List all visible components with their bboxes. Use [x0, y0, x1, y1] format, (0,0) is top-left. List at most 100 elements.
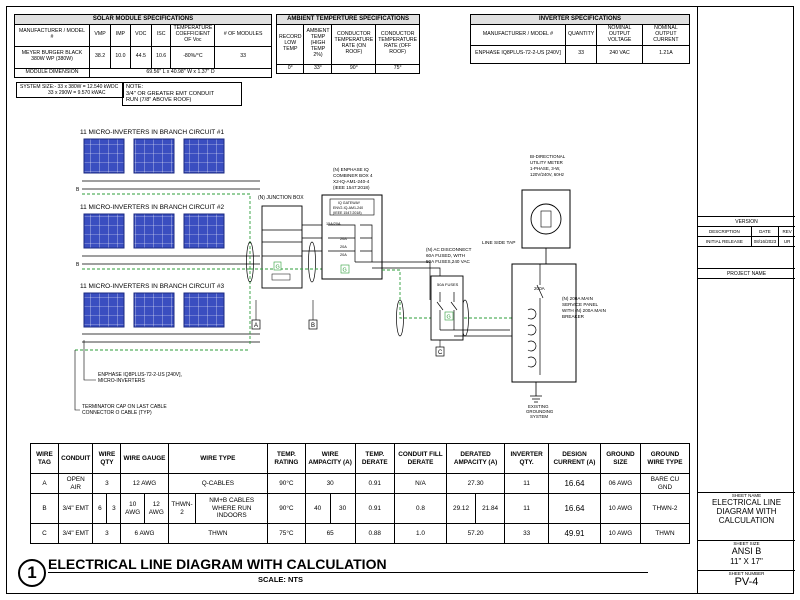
pv-module	[83, 213, 125, 249]
combiner-label: X2-IQ-AM1-240-4	[333, 179, 370, 184]
title-block: VERSION DESCRIPTION DATE REV INITIAL REL…	[697, 6, 795, 594]
solar-spec-cell: 38.2	[88, 45, 112, 69]
wire-table-header: CONDUIT FILL DERATE	[393, 443, 448, 474]
note-line: NOTE:	[126, 84, 144, 90]
ground-tag: G	[276, 265, 280, 271]
branch-label-2: 11 MICRO-INVERTERS IN BRANCH CIRCUIT #2	[80, 204, 224, 211]
version-cell: INITIAL RELEASE	[705, 239, 743, 244]
wire-cell: A	[30, 473, 59, 494]
drawing-title-block: 1 ELECTRICAL LINE DIAGRAM WITH CALCULATI…	[18, 557, 692, 589]
wire-cell: 29.12	[446, 493, 477, 524]
wire-cell: 90°C	[267, 473, 306, 494]
ac-disconnect	[430, 275, 464, 341]
system-size-box: SYSTEM SIZE:- 33 x 380W = 12.540 kWDC 33…	[16, 82, 124, 98]
ambient-spec-cell: 33°	[303, 63, 333, 74]
wire-cell: 65	[304, 523, 356, 544]
version-row: INITIAL RELEASE 08/16/2023 UR	[698, 236, 795, 246]
wire-table-header: DESIGN CURRENT (A)	[548, 443, 601, 474]
system-size-line: SYSTEM SIZE:- 33 x 380W = 12.540 kWDC	[20, 84, 119, 90]
wire-cell: THWN	[639, 523, 691, 544]
panel-label: (N) 200A MAIN	[562, 296, 593, 301]
wire-cell: 3	[92, 523, 122, 544]
line-diagram: 11 MICRO-INVERTERS IN BRANCH CIRCUIT #1 …	[74, 129, 606, 419]
wire-table-header: TEMP. RATING	[267, 443, 306, 474]
wire-cell: 10 AWG	[599, 523, 641, 544]
drawing-number: 1	[18, 559, 46, 587]
ac-disconnect-label: 60A FUSED, WITH	[426, 253, 465, 258]
pv-module	[83, 138, 125, 174]
ambient-spec-table: AMBIENT TEMPERTURE SPECIFICATIONS RECORD…	[275, 14, 421, 74]
wire-row-b: B 3/4" EMT 6 3 10 AWG 12 AWG THWN-2 NM+B…	[30, 493, 691, 524]
wire-cell: 11	[504, 493, 550, 524]
line-side-tap-label: LINE SIDE TAP	[482, 240, 515, 246]
wire-cell: 3	[92, 473, 122, 494]
ambient-spec-header: RECORD LOW TEMP	[275, 23, 305, 65]
terminator-label: CONNECTOR O CABLE (TYP)	[82, 410, 152, 416]
solar-spec-cell: -80%/°C	[170, 45, 216, 69]
pv-module	[183, 292, 225, 328]
micro-inverter-label: MICRO-INVERTERS	[98, 378, 146, 384]
wire-cell: 3/4" EMT	[57, 523, 94, 544]
system-size-line: 33 x 290W = 9.570 kWAC	[48, 90, 106, 96]
main-breaker-label: 200A	[534, 286, 546, 291]
sheet-number-cell: SHEET NUMBER PV-4	[698, 570, 795, 594]
version-header: DESCRIPTION DATE REV	[698, 226, 795, 236]
wire-cell: 3	[106, 493, 122, 524]
main-service-panel	[511, 263, 577, 383]
panel-label: BREAKER	[562, 314, 585, 319]
solar-spec-cell: MEYER BURGER BLACK 380W WP (380W)	[14, 45, 90, 69]
sheet-name: DIAGRAM WITH	[716, 507, 777, 516]
wire-cell: 0.91	[354, 473, 395, 494]
conduit-note: NOTE: 3/4" OR GREATER EMT CONDUIT RUN (7…	[122, 82, 242, 107]
wire-cell: 6	[92, 493, 108, 524]
micro-inverter-label: ENPHASE IQ8PLUS-72-2-US [240V],	[98, 372, 182, 378]
wire-cell: 6 AWG	[120, 523, 169, 544]
sheet-size-label: SHEET SIZE	[733, 541, 760, 546]
ground-tag: G	[447, 315, 451, 321]
note-line: RUN (7/8" ABOVE ROOF)	[126, 97, 192, 104]
grounding-label: SYSTEM	[530, 414, 548, 419]
wire-cell: 30	[329, 493, 356, 524]
ground-tag: G	[343, 268, 347, 274]
gateway-label: (IEEE 1547:2018)	[333, 211, 362, 215]
ac-disconnect-label: (N) AC DISCONNECT	[426, 247, 472, 252]
tag-a: A	[254, 323, 258, 329]
tag-c: C	[438, 350, 443, 356]
fuses-label: 50A FUSES	[437, 282, 459, 287]
version-col: REV	[778, 227, 795, 236]
project-name-label: PROJECT NAME	[698, 268, 795, 278]
wire-cell: Q-CABLES	[167, 473, 269, 494]
wire-cell: 16.64	[548, 493, 601, 524]
combiner-label: (IEEE 1547:2018)	[333, 185, 370, 190]
wire-cell: THWN	[167, 523, 269, 544]
panel-label: SERVICE PANEL	[562, 302, 599, 307]
sheet-name: CALCULATION	[718, 516, 775, 525]
ambient-spec-cell: 0°	[275, 63, 305, 74]
sheet-size-cell: SHEET SIZE ANSI B 11" X 17"	[698, 540, 795, 570]
wire-table-header: CONDUIT	[57, 443, 94, 474]
branch-label-3: 11 MICRO-INVERTERS IN BRANCH CIRCUIT #3	[80, 283, 224, 290]
wire-cell: 12 AWG	[120, 473, 169, 494]
drawing-frame	[6, 6, 794, 594]
wire-cell: 16.64	[548, 473, 601, 494]
ambient-spec-cell: 75°	[375, 63, 421, 74]
version-col: DATE	[750, 227, 778, 236]
combiner-label: (N) ENPHASE IQ	[333, 167, 369, 172]
b-label: B	[76, 187, 80, 193]
gateway-label: IQ GATEWAY	[338, 201, 361, 205]
wire-table-header: WIRE TYPE	[167, 443, 269, 474]
wire-table-header: WIRE QTY	[92, 443, 122, 474]
wire-cell: B	[30, 493, 59, 524]
sheet-number-label: SHEET NUMBER	[728, 571, 765, 576]
wire-cell: OPEN AIR	[57, 473, 94, 494]
meter-label: BI-DIRECTIONAL	[530, 154, 566, 159]
inverter-spec-header: NOMINAL OUTPUT CURRENT	[641, 23, 691, 46]
wire-cell: 10 AWG	[120, 493, 145, 524]
version-label: VERSION	[698, 216, 795, 226]
wire-cell: 06 AWG	[599, 473, 641, 494]
pv-module	[83, 292, 125, 328]
wire-row-c: C 3/4" EMT 3 6 AWG THWN 75°C 65 0.88 1.0…	[30, 523, 691, 544]
wire-cell: 11	[504, 473, 550, 494]
wire-cell: 21.84	[475, 493, 506, 524]
wire-cell: 49.91	[548, 523, 601, 544]
